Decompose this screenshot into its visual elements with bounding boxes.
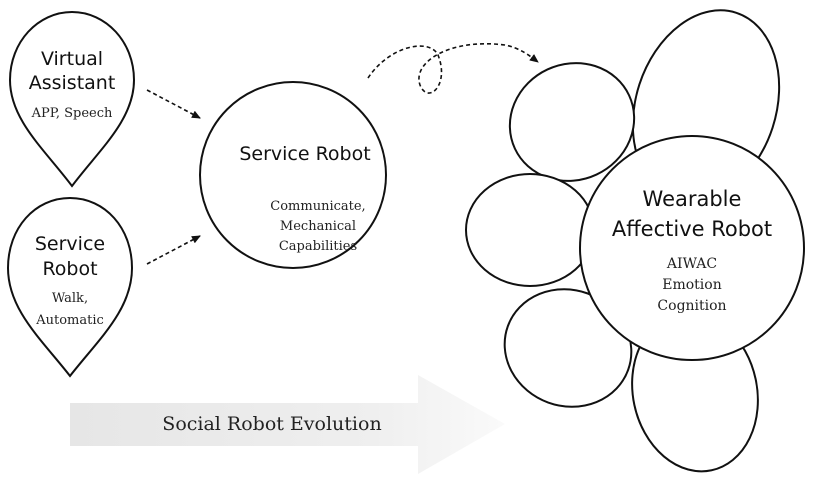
virtual-assistant-title-line1: Virtual bbox=[41, 48, 103, 70]
arrow-service-to-wearable bbox=[367, 43, 539, 94]
service-robot-desc-line3: Capabilities bbox=[279, 239, 357, 254]
service-robot-pin-subtitle-line1: Walk, bbox=[52, 291, 88, 306]
service-robot-title: Service Robot bbox=[239, 143, 370, 165]
wearable-robot-desc-line1: AIWAC bbox=[666, 256, 717, 272]
service-robot-pin-title-line1: Service bbox=[35, 233, 105, 255]
virtual-assistant-pin: Virtual Assistant APP, Speech bbox=[8, 10, 136, 188]
flower-petal-left bbox=[465, 173, 595, 287]
service-robot-pin-subtitle-line2: Automatic bbox=[35, 313, 104, 328]
flower-petal-upper-left bbox=[508, 62, 636, 182]
wearable-robot-center bbox=[579, 135, 805, 361]
arrow-pin-to-service bbox=[146, 235, 201, 265]
service-robot-pin: Service Robot Walk, Automatic bbox=[6, 196, 134, 378]
service-robot-desc-line2: Mechanical bbox=[280, 219, 356, 234]
wearable-robot-desc-line3: Cognition bbox=[657, 298, 726, 314]
wearable-robot-title-line1: Wearable bbox=[643, 187, 742, 211]
wearable-robot-title-line2: Affective Robot bbox=[612, 217, 772, 241]
evolution-arrow: Social Robot Evolution bbox=[70, 375, 505, 474]
wearable-robot-desc-line2: Emotion bbox=[662, 277, 721, 293]
service-robot-circle: Service Robot Communicate, Mechanical Ca… bbox=[199, 81, 387, 269]
flower-petal-lower-left bbox=[503, 288, 633, 408]
virtual-assistant-title-line2: Assistant bbox=[29, 72, 116, 94]
service-robot-pin-title-line2: Robot bbox=[42, 258, 97, 280]
wearable-robot-flower: Wearable Affective Robot AIWAC Emotion C… bbox=[465, 9, 805, 473]
arrow-virtual-to-service bbox=[146, 89, 201, 119]
virtual-assistant-subtitle: APP, Speech bbox=[31, 106, 113, 121]
service-robot-desc-line1: Communicate, bbox=[270, 199, 365, 214]
evolution-arrow-label: Social Robot Evolution bbox=[162, 413, 381, 435]
